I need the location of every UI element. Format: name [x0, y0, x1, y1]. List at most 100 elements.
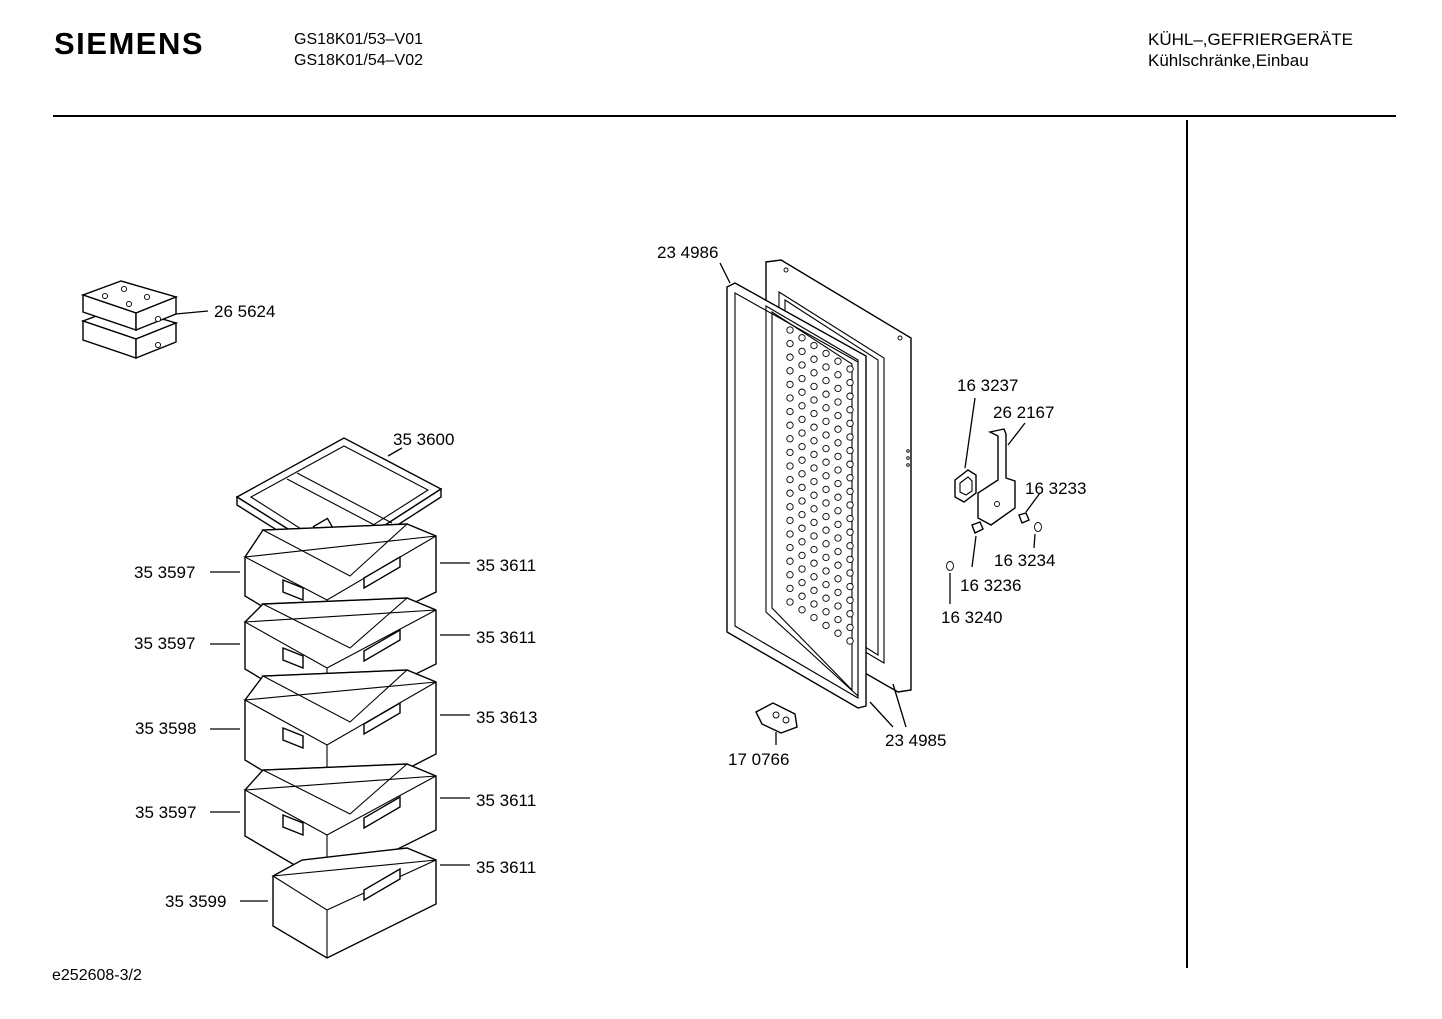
- door-dimple: [834, 398, 842, 406]
- door-dimple: [798, 524, 806, 532]
- door-dimple: [846, 596, 854, 604]
- door-dimple: [822, 567, 830, 575]
- door-dimple: [846, 501, 854, 509]
- door-dimple: [810, 573, 818, 581]
- door-dimple: [846, 460, 854, 468]
- door-dimple: [810, 559, 818, 567]
- door-dimple: [822, 608, 830, 616]
- door-dimple: [798, 442, 806, 451]
- leader-23-4986: [719, 262, 731, 284]
- door-dimple: [846, 582, 854, 591]
- door-dimple: [822, 499, 830, 507]
- label-washer: 16 3234: [994, 551, 1055, 570]
- door-dimple: [786, 448, 794, 457]
- door-dimple: [822, 472, 830, 480]
- brand-logo: SIEMENS: [54, 26, 205, 61]
- label-drawer-3-right: 35 3613: [476, 708, 537, 727]
- door-dimple: [810, 532, 818, 540]
- leader-26-5624: [175, 310, 209, 315]
- door-dimple: [834, 534, 842, 542]
- header-divider: [53, 115, 1396, 117]
- door-dimple: [846, 514, 854, 523]
- door-dimple: [786, 530, 794, 538]
- door-dimple: [798, 483, 806, 492]
- door-dimple: [834, 384, 842, 393]
- label-screw: 16 3233: [1025, 479, 1086, 498]
- door-dimple: [798, 538, 806, 546]
- door-dimple: [786, 598, 794, 606]
- door-dimple: [834, 602, 842, 610]
- door-dimple: [798, 347, 806, 356]
- door-dimple: [834, 561, 842, 569]
- door-dimple: [822, 526, 830, 534]
- door-dimple: [834, 479, 842, 488]
- door-dimple: [846, 528, 854, 536]
- door-dimple: [786, 516, 794, 525]
- door-dimple: [810, 341, 818, 350]
- door-dimple: [786, 557, 794, 565]
- door-dimple: [786, 584, 794, 593]
- leader-16-3236: [971, 535, 977, 568]
- door-dimple: [834, 452, 842, 461]
- door-dimple: [786, 394, 794, 402]
- door-dimple: [834, 357, 842, 365]
- door-dimple: [822, 580, 830, 589]
- label-drawer-4-right: 35 3611: [476, 791, 536, 810]
- door-dimple: [834, 588, 842, 597]
- door-dimple: [834, 439, 842, 447]
- label-drawer-4-left: 35 3597: [135, 803, 196, 822]
- door-dimple: [846, 487, 854, 496]
- leader-16-3234: [1033, 533, 1036, 549]
- label-bushing: 16 3236: [960, 576, 1021, 595]
- door-dimple: [798, 456, 806, 464]
- hinge-drawing: [946, 428, 1042, 571]
- category-subtitle: Kühlschränke,Einbau: [1148, 51, 1309, 70]
- door-dimple: [822, 458, 830, 466]
- door-dimple: [846, 419, 854, 428]
- door-dimple: [822, 404, 830, 412]
- door-dimple: [786, 421, 794, 429]
- door-dimple: [846, 542, 854, 550]
- door-dimple: [834, 411, 842, 420]
- door-dimple: [846, 637, 854, 645]
- label-drawer-lid: 35 3600: [393, 430, 454, 449]
- label-drawer-1-right: 35 3611: [476, 556, 536, 575]
- door-dimple: [810, 382, 818, 391]
- door-dimple: [822, 376, 830, 385]
- door-dimple: [822, 363, 830, 371]
- door-dimple: [786, 543, 794, 552]
- door-dimple: [798, 429, 806, 437]
- door-dimple: [798, 565, 806, 573]
- label-door-inner: 23 4985: [885, 731, 946, 750]
- door-dimple: [798, 334, 806, 342]
- door-dimple: [798, 592, 806, 600]
- door-dimple: [786, 435, 794, 443]
- door-dimple: [786, 571, 794, 579]
- drawer-stack-drawing: [243, 523, 437, 959]
- door-dimple: [786, 380, 794, 389]
- door-dimple: [798, 402, 806, 410]
- door-dimple: [810, 545, 818, 554]
- door-dimple: [846, 446, 854, 455]
- leader-35-3600: [387, 447, 403, 457]
- model-number-1: GS18K01/53–V01: [294, 31, 423, 48]
- door-dimple: [822, 594, 830, 602]
- label-drawer-5-right: 35 3611: [476, 858, 536, 877]
- door-dimple: [846, 623, 854, 632]
- door-dimple: [822, 621, 830, 630]
- door-drawing: [726, 259, 912, 709]
- door-dimple: [786, 475, 794, 484]
- door-dimple: [798, 374, 806, 383]
- door-dimple: [810, 409, 818, 418]
- cold-pack-drawing: [80, 280, 179, 360]
- door-dimple: [810, 437, 818, 445]
- leader-23-4985-a: [869, 701, 894, 728]
- door-dimple: [846, 406, 854, 414]
- label-door-stop: 17 0766: [728, 750, 789, 769]
- label-door-gasket: 23 4986: [657, 243, 718, 262]
- door-dimple: [822, 512, 830, 521]
- door-dimple: [834, 615, 842, 624]
- category-title: KÜHL–,GEFRIERGERÄTE: [1148, 30, 1353, 49]
- door-dimple: [834, 547, 842, 556]
